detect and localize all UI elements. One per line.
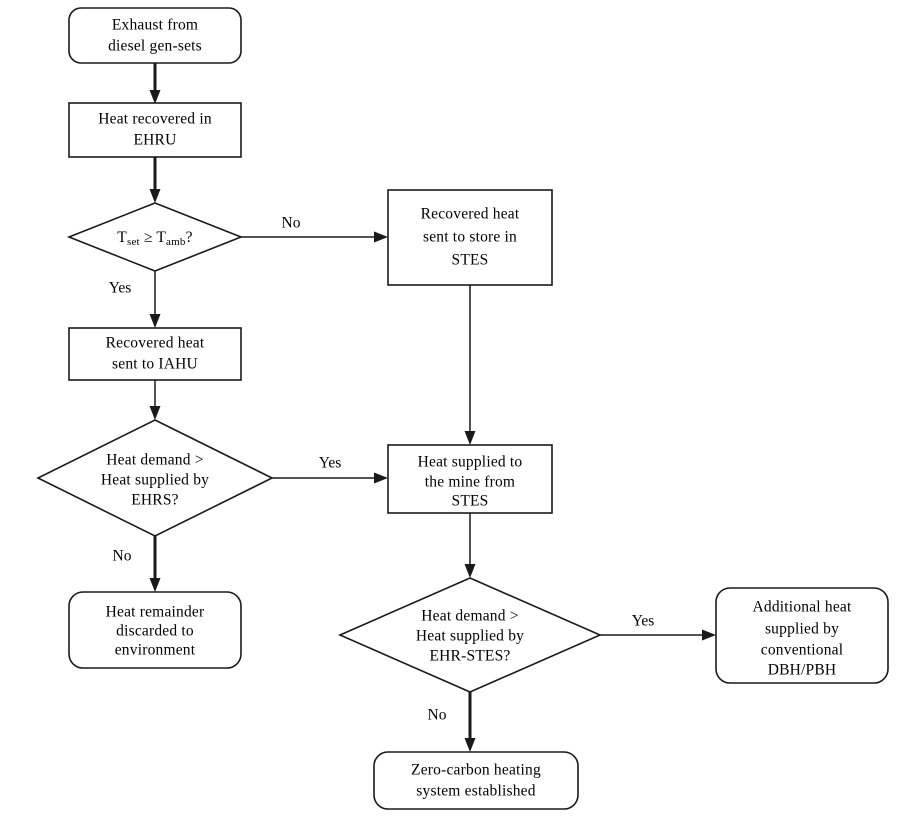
decision-temp-t2: T: [156, 229, 166, 246]
node-label-iahu-line2: sent to IAHU: [112, 356, 198, 373]
node-label-decision-ehrstes-line3: EHR-STES?: [429, 648, 510, 665]
node-label-ehru-line1: Heat recovered in: [98, 111, 212, 128]
node-label-supply-mine-line1: Heat supplied to: [418, 454, 523, 471]
node-label-discard-line3: environment: [115, 642, 196, 659]
node-label-iahu-line1: Recovered heat: [106, 335, 205, 352]
node-label-decision-ehrstes-line2: Heat supplied by: [416, 628, 524, 645]
edge-label-ehrs-no: No: [113, 548, 132, 565]
node-shape-decision-temp[interactable]: [66, 202, 244, 272]
edge-decision-ehrstes-yes-to-additional: [600, 629, 716, 641]
node-label-zero-carbon-line1: Zero-carbon heating: [411, 762, 541, 779]
node-additional-heat-supplied-by-conventional-dbh-pbh[interactable]: Additional heat supplied by conventional…: [715, 587, 889, 684]
edge-label-temp-no: No: [282, 215, 301, 232]
node-shape-exhaust[interactable]: [68, 7, 242, 64]
node-label-discard-line2: discarded to: [116, 623, 194, 640]
node-label-decision-ehrs-line2: Heat supplied by: [101, 472, 209, 489]
edge-label-ehrstes-no: No: [428, 707, 447, 724]
edge-label-temp-yes: Yes: [109, 280, 132, 297]
node-label-additional-line4: DBH/PBH: [768, 662, 837, 679]
node-decision-tset-vs-tamb[interactable]: Tset ≥ Tamb?: [66, 202, 244, 272]
edge-iahu-to-decision-ehrs: [149, 380, 161, 420]
decision-temp-sub2: amb: [166, 236, 186, 248]
node-label-exhaust-line1: Exhaust from: [112, 17, 198, 34]
node-shape-ehru[interactable]: [68, 102, 242, 158]
node-label-decision-ehrstes-line1: Heat demand >: [421, 608, 518, 625]
decision-temp-t1: T: [117, 229, 127, 246]
node-label-discard-line1: Heat remainder: [106, 604, 205, 621]
node-decision-heat-demand-vs-ehrs[interactable]: Heat demand > Heat supplied by EHRS?: [36, 419, 274, 537]
node-shape-supply-mine[interactable]: [387, 444, 553, 514]
node-label-decision-temp: Tset ≥ Tamb?: [117, 229, 192, 248]
decision-temp-tail: ?: [186, 229, 193, 246]
node-label-stes-store-line1: Recovered heat: [421, 206, 520, 223]
node-label-supply-mine-line3: STES: [452, 493, 489, 510]
node-heat-supplied-to-the-mine-from-stes[interactable]: Heat supplied to the mine from STES: [387, 444, 553, 514]
node-shape-decision-ehrs[interactable]: [36, 419, 274, 537]
node-shape-decision-ehrstes[interactable]: [338, 577, 602, 693]
node-label-supply-mine-line2: the mine from: [425, 474, 515, 491]
node-label-stes-store-line3: STES: [452, 252, 489, 269]
node-heat-recovered-in-ehru[interactable]: Heat recovered in EHRU: [68, 102, 242, 158]
node-label-stes-store-line2: sent to store in: [423, 229, 517, 246]
node-decision-heat-demand-vs-ehr-stes[interactable]: Heat demand > Heat supplied by EHR-STES?: [338, 577, 602, 693]
node-label-zero-carbon-line2: system established: [416, 783, 535, 800]
edge-decision-ehrs-no-to-discard: [149, 536, 161, 592]
node-recovered-heat-sent-to-store-in-stes[interactable]: Recovered heat sent to store in STES: [387, 189, 553, 286]
node-recovered-heat-sent-to-iahu[interactable]: Recovered heat sent to IAHU: [68, 327, 242, 381]
node-label-additional-line2: supplied by: [765, 621, 839, 638]
edge-decision-temp-no-to-stes-store: [241, 231, 388, 243]
edge-exhaust-to-ehru: [149, 63, 161, 104]
edge-decision-ehrstes-no-to-zero-carbon: [464, 692, 476, 752]
node-shape-stes-store[interactable]: [387, 189, 553, 286]
node-label-exhaust-line2: diesel gen-sets: [108, 38, 202, 55]
node-label-decision-ehrs-line1: Heat demand >: [106, 452, 203, 469]
node-shape-zero-carbon[interactable]: [373, 751, 579, 810]
node-label-additional-line1: Additional heat: [753, 599, 852, 616]
decision-temp-sub1: set: [127, 236, 140, 248]
edge-stes-store-to-supply-mine: [464, 285, 476, 445]
edge-decision-temp-yes-to-iahu: [149, 271, 161, 328]
edge-label-ehrs-yes: Yes: [319, 455, 342, 472]
node-shape-discard[interactable]: [68, 591, 242, 669]
node-heat-remainder-discarded-to-environment[interactable]: Heat remainder discarded to environment: [68, 591, 242, 669]
node-zero-carbon-heating-system-established[interactable]: Zero-carbon heating system established: [373, 751, 579, 810]
edge-ehru-to-decision-temp: [149, 157, 161, 203]
node-label-additional-line3: conventional: [761, 642, 843, 659]
edge-label-ehrstes-yes: Yes: [632, 613, 655, 630]
node-exhaust-from-diesel-gen-sets[interactable]: Exhaust from diesel gen-sets: [68, 7, 242, 64]
edge-supply-mine-to-decision-ehrstes: [464, 513, 476, 578]
node-label-ehru-line2: EHRU: [134, 132, 177, 149]
edge-decision-ehrs-yes-to-supply-mine: [272, 472, 388, 484]
node-label-decision-ehrs-line3: EHRS?: [131, 492, 179, 509]
decision-temp-mid: ≥: [140, 229, 157, 246]
node-shape-iahu[interactable]: [68, 327, 242, 381]
node-shape-additional[interactable]: [715, 587, 889, 684]
